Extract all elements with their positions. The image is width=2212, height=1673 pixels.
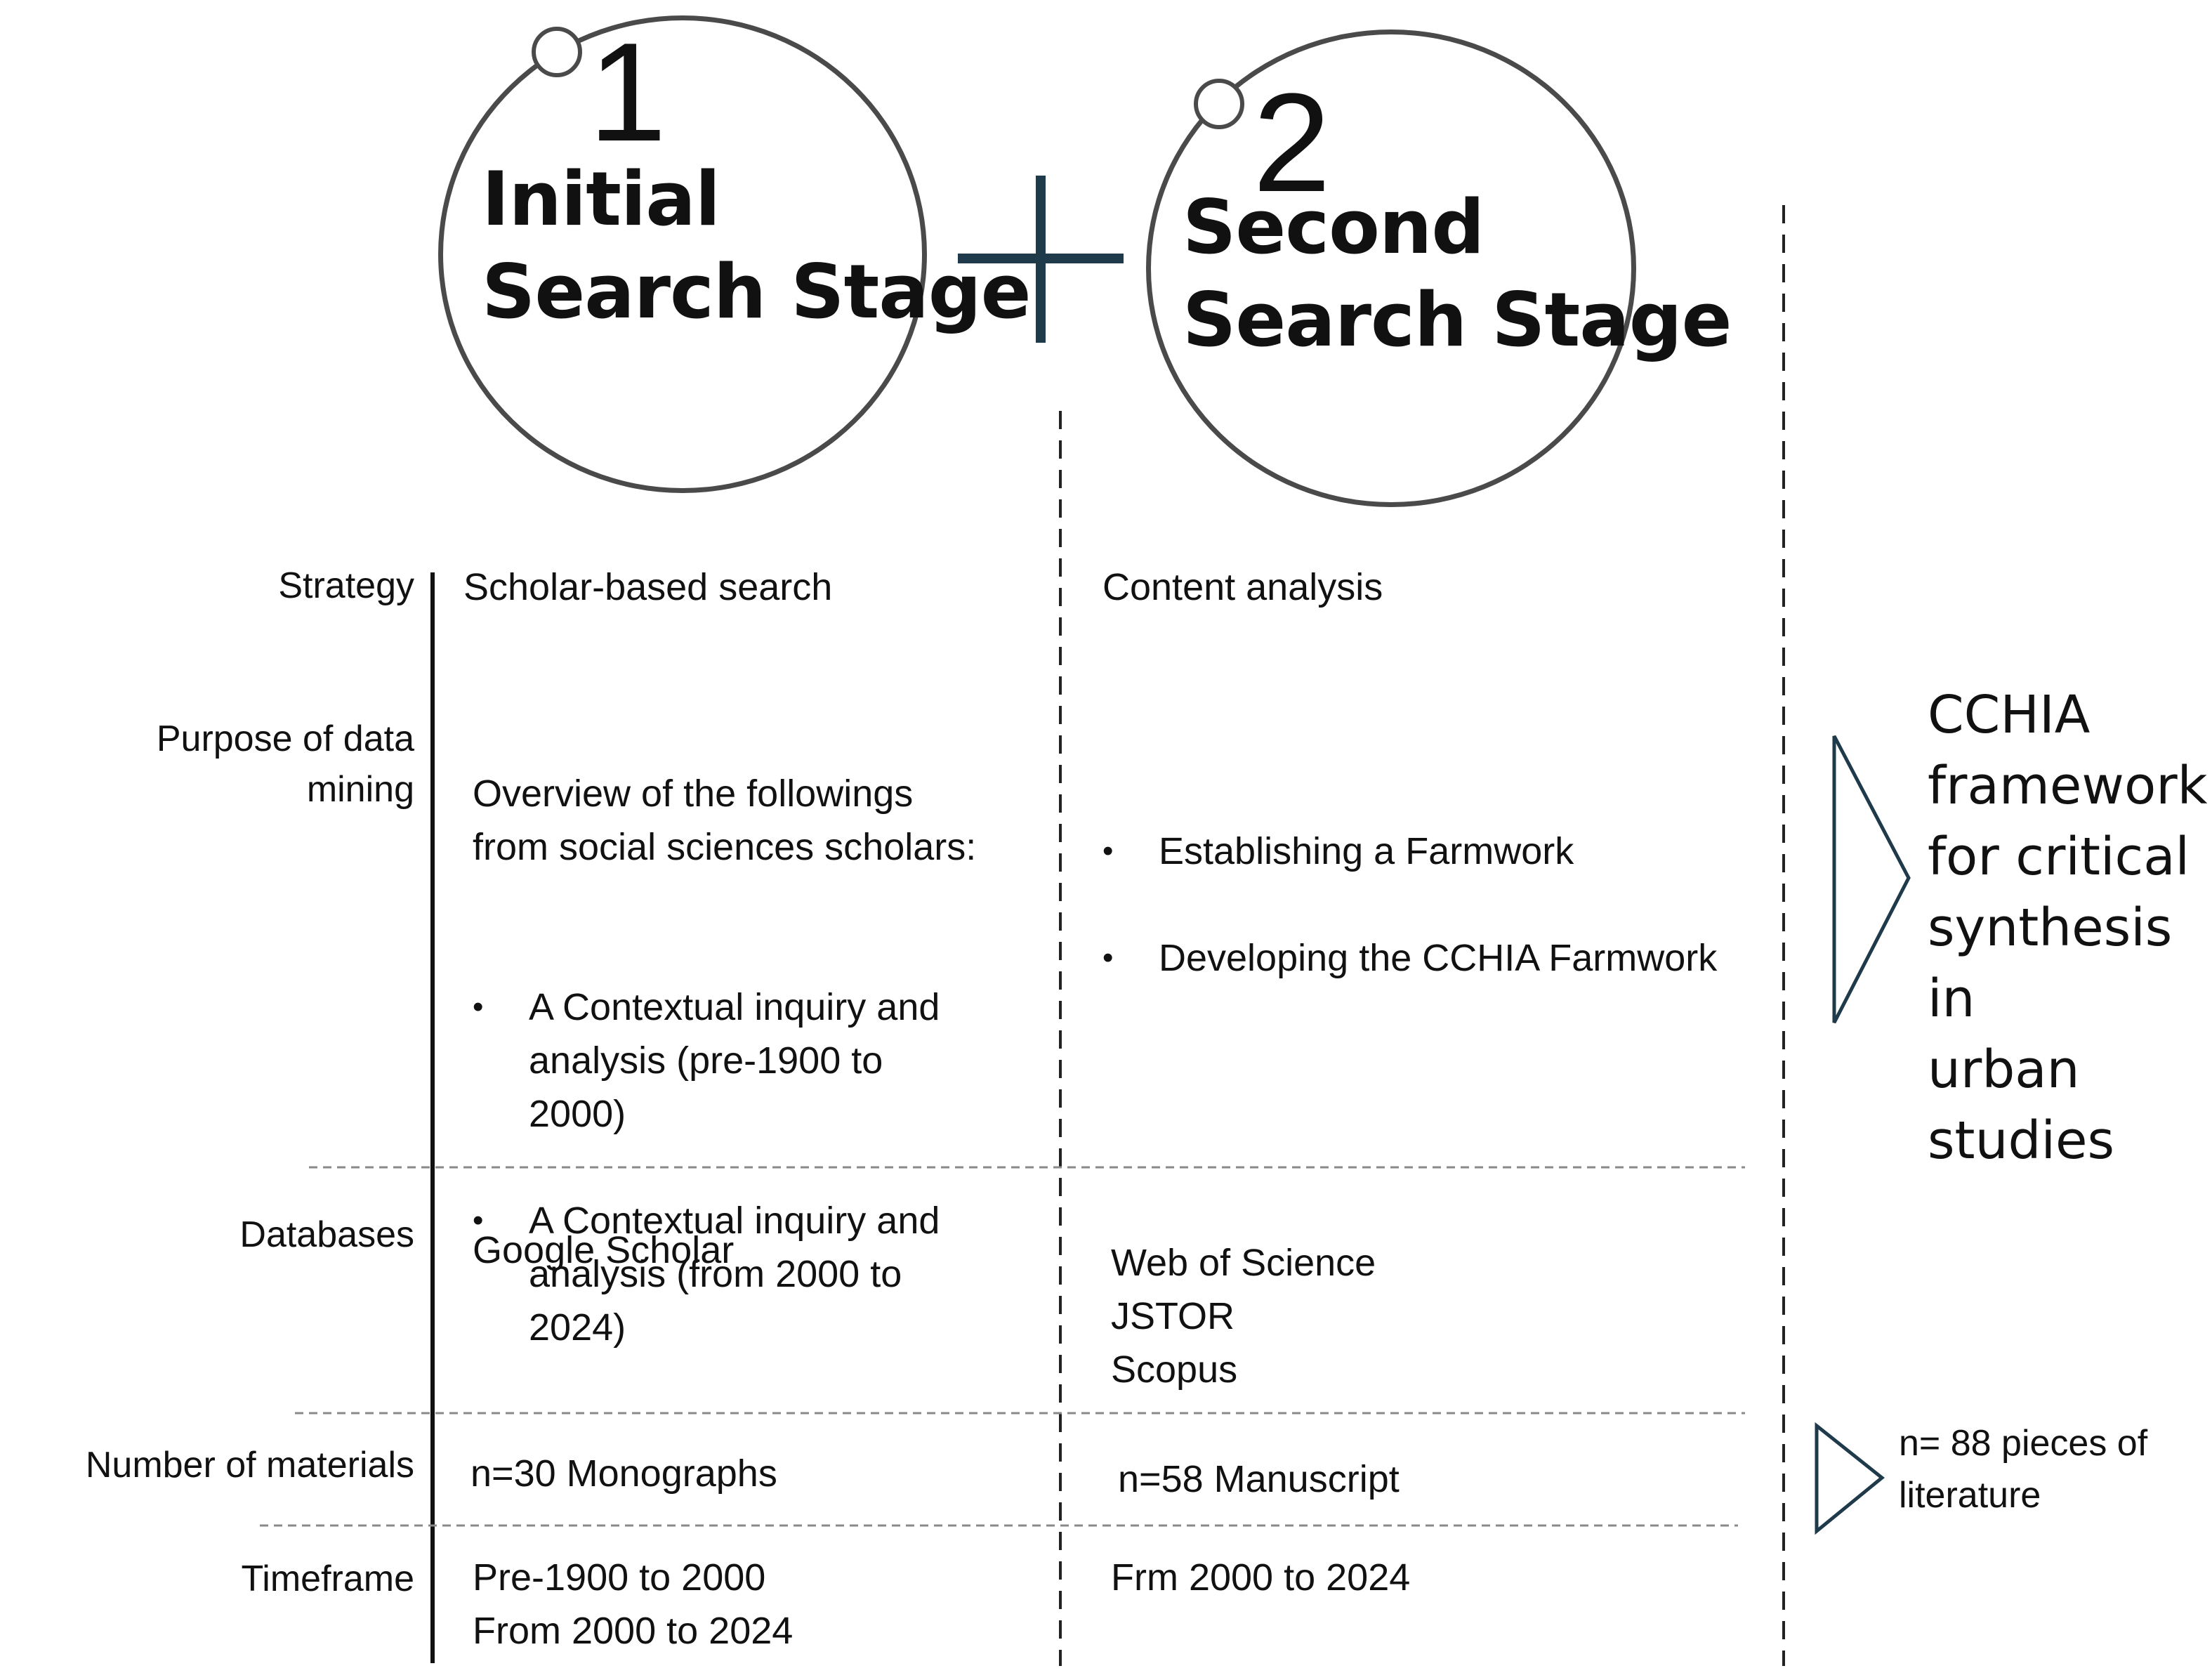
total-literature-outcome: n= 88 pieces of literature [1899,1423,2148,1516]
purpose-stage1-intro: Overview of the followings from social s… [473,773,977,868]
purpose-stage1-bullet-1: A Contextual inquiry and analysis (pre-1… [473,980,1034,1141]
row-label-databases: Databases [239,1214,414,1255]
stage-2-title: Second Search Stage [1183,184,1732,363]
stage-1-marker [532,27,582,77]
total-arrow-icon [1815,1422,1885,1535]
framework-arrow-icon [1832,735,1911,1024]
strategy-stage2: Content analysis [1102,566,1383,608]
row-label-purpose: Purpose of data mining [156,719,414,810]
row-label-strategy: Strategy [278,565,414,606]
timeframe-stage2: Frm 2000 to 2024 [1111,1556,1411,1599]
databases-stage2: Web of Science JSTOR Scopus [1111,1242,1376,1391]
timeframe-stage1: Pre-1900 to 2000 From 2000 to 2024 [473,1556,794,1652]
purpose-stage2-list: Establishing a Farmwork Developing the C… [1102,771,1770,1038]
stage-2-number: 2 [1253,65,1331,221]
purpose-stage1-list: A Contextual inquiry and analysis (pre-1… [473,927,1034,1408]
purpose-stage2-bullet-2: Developing the CCHIA Farmwork [1102,931,1770,985]
materials-stage1: n=30 Monographs [470,1452,777,1495]
purpose-stage2: Establishing a Farmwork Developing the C… [1102,718,1770,1091]
stage-2-marker [1194,79,1244,129]
stage-1-circle [438,15,927,493]
row-label-timeframe: Timeframe [241,1559,414,1599]
plus-icon [958,176,1124,343]
framework-outcome: CCHIA framework for critical synthesis i… [1928,685,2208,1171]
databases-stage1: Google Scholar [473,1229,735,1271]
strategy-stage1: Scholar-based search [463,566,833,608]
stage-1-title: Initial Search Stage [482,156,1032,335]
row-label-materials: Number of materials [85,1445,414,1485]
purpose-stage1: Overview of the followings from social s… [473,714,1034,1461]
purpose-stage2-bullet-1: Establishing a Farmwork [1102,825,1770,878]
stage-1-number: 1 [588,14,667,171]
purpose-stage1-bullet-2: A Contextual inquiry and analysis (from … [473,1194,1034,1354]
materials-stage2: n=58 Manuscript [1118,1458,1400,1500]
